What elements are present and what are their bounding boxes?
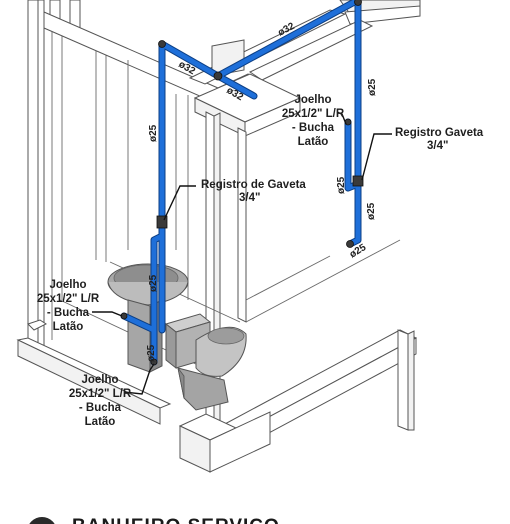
label-joelho-top-4: Latão xyxy=(298,136,329,148)
elbow-fitting-top-left xyxy=(158,40,166,48)
label-joelho-bottom-3: - Bucha xyxy=(79,402,122,414)
label-joelho-bottom-2: 25x1/2" L/R xyxy=(69,388,132,400)
dim-d25-toilet: ø25 xyxy=(146,344,157,362)
label-joelho-mid-2: 25x1/2" L/R xyxy=(37,293,100,305)
section-title: BANHEIRO SERVIÇO xyxy=(72,516,280,524)
label-joelho-bottom-1: Joelho xyxy=(81,374,118,386)
label-joelho-mid-3: - Bucha xyxy=(47,307,90,319)
elbow-fitting-top-right xyxy=(354,0,362,6)
label-joelho-top-2: 25x1/2" L/R xyxy=(282,108,345,120)
label-joelho-bottom-4: Latão xyxy=(85,416,116,428)
callout-joelho-bottom: Joelho 25x1/2" L/R - Bucha Latão xyxy=(69,374,132,428)
callout-registro-left: Registro de Gaveta 3/4" xyxy=(201,179,306,204)
callout-joelho-mid: Joelho 25x1/2" L/R - Bucha Latão xyxy=(37,279,100,333)
gate-valve-right xyxy=(352,175,364,187)
toilet xyxy=(164,313,247,411)
dim-d25-sink: ø25 xyxy=(148,274,159,292)
callout-registro-right: Registro Gaveta 3/4" xyxy=(395,127,484,152)
dim-d25-right-b: ø25 xyxy=(366,202,377,220)
tee-fitting-top xyxy=(213,71,223,81)
leader-lines xyxy=(92,111,392,395)
callout-joelho-top: Joelho 25x1/2" L/R - Bucha Latão xyxy=(282,94,345,148)
label-joelho-mid-4: Latão xyxy=(53,321,84,333)
label-registro-right-1: Registro Gaveta xyxy=(395,127,484,139)
label-registro-left-2: 3/4" xyxy=(239,192,260,204)
label-joelho-top-3: - Bucha xyxy=(292,122,335,134)
label-registro-left-1: Registro de Gaveta xyxy=(201,179,306,191)
label-registro-right-2: 3/4" xyxy=(427,140,448,152)
section-bullet-icon xyxy=(29,517,55,524)
label-joelho-top-1: Joelho xyxy=(294,94,331,106)
elbow-fitting-right-bottom xyxy=(346,240,354,248)
section-heading: BANHEIRO SERVIÇO xyxy=(29,516,280,524)
pipe-fittings xyxy=(120,0,364,366)
gate-valve-left xyxy=(156,215,168,229)
dim-d25-right-a: ø25 xyxy=(336,176,347,194)
dim-d25-topright: ø25 xyxy=(367,78,378,96)
dim-d25-left-riser: ø25 xyxy=(148,124,159,142)
label-joelho-mid-1: Joelho xyxy=(49,279,86,291)
